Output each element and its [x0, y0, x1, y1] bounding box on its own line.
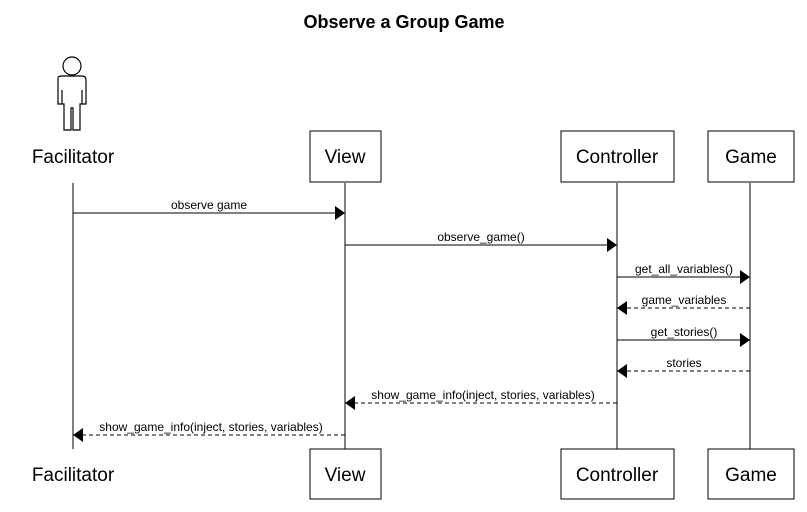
message: observe game: [73, 198, 345, 220]
participant-game-top: Game: [725, 147, 777, 168]
participant-controller-bottom: Controller: [576, 465, 659, 486]
participants-bottom: Facilitator View Controller Game: [32, 448, 795, 500]
message-label: show_game_info(inject, stories, variable…: [371, 388, 594, 402]
arrowhead-icon: [617, 364, 627, 378]
participant-game-bottom: Game: [725, 465, 777, 486]
message-label: get_all_variables(): [635, 262, 733, 276]
arrowhead-icon: [345, 396, 355, 410]
arrowhead-icon: [740, 270, 750, 284]
participant-controller-box-bottom: [560, 448, 675, 500]
arrowhead-icon: [335, 206, 345, 220]
messages: observe game observe_game() get_all_vari…: [73, 198, 750, 442]
message: show_game_info(inject, stories, variable…: [345, 388, 617, 410]
arrowhead-icon: [73, 428, 83, 442]
participant-facilitator-top: Facilitator: [32, 147, 115, 168]
message: show_game_info(inject, stories, variable…: [73, 420, 345, 442]
message-label: stories: [666, 356, 701, 370]
participant-view-bottom: View: [325, 465, 366, 486]
message-label: observe_game(): [437, 230, 524, 244]
message: stories: [617, 356, 750, 378]
message-label: game_variables: [642, 293, 727, 307]
participants-top: Facilitator View Controller Game: [32, 130, 795, 183]
facilitator-actor-icon: [57, 56, 87, 131]
participant-view-top: View: [325, 147, 366, 168]
diagram-title: Observe a Group Game: [303, 12, 504, 32]
lifelines: [72, 183, 751, 449]
message-label: show_game_info(inject, stories, variable…: [99, 420, 322, 434]
participant-controller-top: Controller: [576, 147, 659, 168]
participant-facilitator-bottom: Facilitator: [32, 465, 115, 486]
participant-game-box-bottom: [707, 448, 795, 500]
message: get_all_variables(): [617, 262, 750, 284]
arrowhead-icon: [740, 333, 750, 347]
message-label: get_stories(): [651, 325, 718, 339]
message: observe_game(): [345, 230, 617, 252]
message: game_variables: [617, 293, 750, 315]
message: get_stories(): [617, 325, 750, 347]
participant-view-box-top: [309, 130, 382, 183]
message-label: observe game: [171, 198, 247, 212]
participant-view-box-bottom: [309, 448, 382, 500]
participant-game-box-top: [707, 130, 795, 183]
participant-controller-box-top: [560, 130, 675, 183]
arrowhead-icon: [607, 238, 617, 252]
arrowhead-icon: [617, 301, 627, 315]
